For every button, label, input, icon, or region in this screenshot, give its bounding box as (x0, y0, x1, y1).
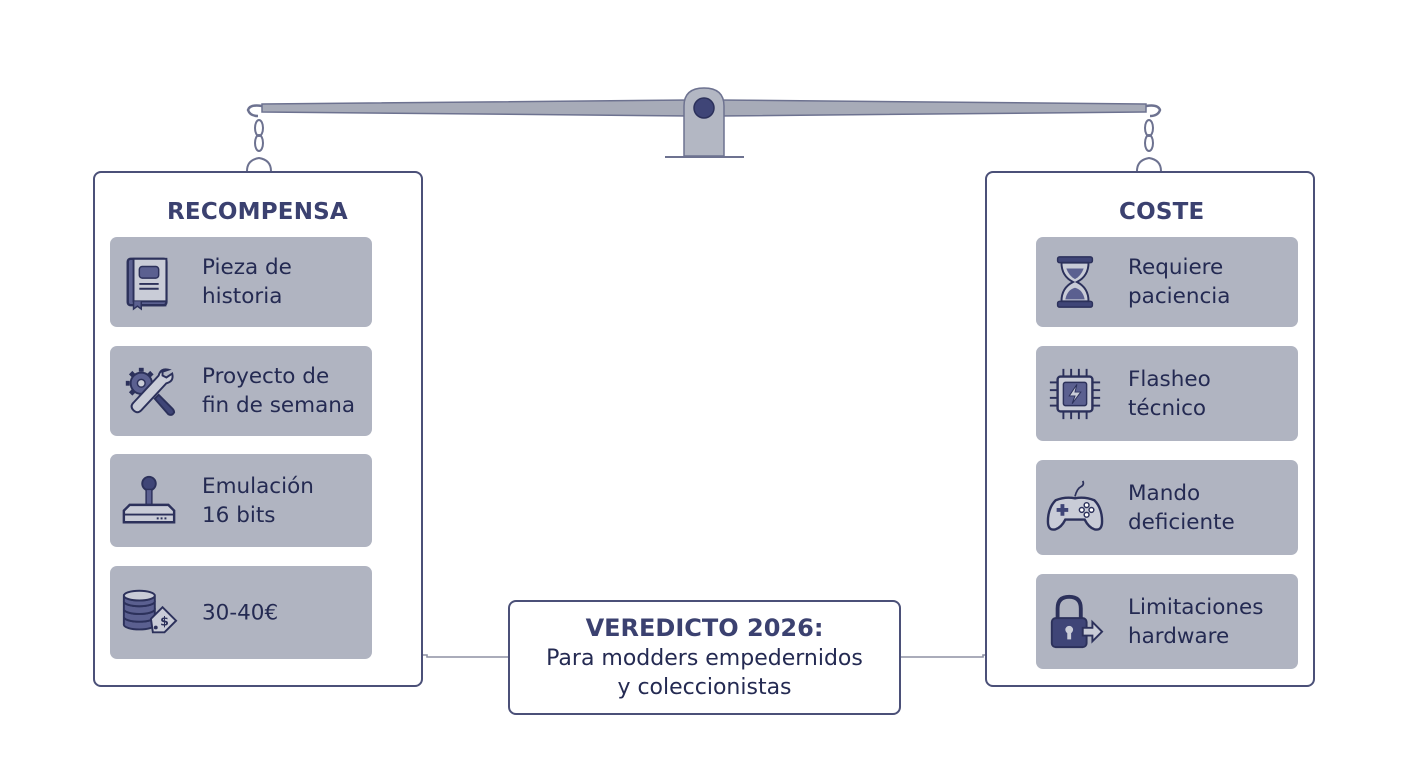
verdict-box: VEREDICTO 2026: Para modders empedernido… (508, 600, 901, 715)
coste-item-1: Flasheo técnico (1036, 346, 1298, 441)
chain-left (246, 119, 272, 172)
coste-item-label: Mando deficiente (1128, 480, 1235, 535)
recompensa-title: RECOMPENSA (167, 199, 348, 225)
coste-item-0: Requiere paciencia (1036, 237, 1298, 327)
coste-title: COSTE (1119, 199, 1205, 225)
chip-flash-icon (1049, 368, 1101, 419)
verdict-text: Para modders empedernidos y coleccionist… (546, 646, 863, 700)
beam-hook-right (1145, 104, 1162, 118)
recompensa-item-label: 30-40€ (202, 600, 279, 625)
coste-item-3: Limitaciones hardware (1036, 574, 1298, 669)
gamepad-icon (1046, 480, 1104, 531)
coste-item-label: Flasheo técnico (1128, 366, 1211, 421)
coste-item-2: Mando deficiente (1036, 460, 1298, 555)
joystick-icon (122, 475, 176, 523)
recompensa-item-1: Proyecto de fin de semana (110, 346, 372, 436)
tools-icon (125, 367, 176, 416)
svg-text:$: $ (160, 613, 169, 628)
chain-right (1136, 119, 1162, 172)
beam-hook-left (246, 104, 263, 118)
recompensa-item-label: Emulación 16 bits (202, 473, 314, 528)
coste-item-label: Requiere paciencia (1128, 255, 1231, 309)
padlock-arrow-icon (1050, 594, 1104, 648)
recompensa-item-label: Proyecto de fin de semana (202, 364, 356, 418)
fulcrum-pivot (693, 97, 715, 119)
recompensa-item-0: Pieza de historia (110, 237, 372, 327)
book-icon (126, 257, 168, 311)
verdict-title: VEREDICTO 2026: (585, 614, 824, 642)
recompensa-item-label: Pieza de historia (202, 255, 292, 309)
recompensa-item-2: Emulación 16 bits (110, 454, 372, 547)
coste-item-label: Limitaciones hardware (1128, 594, 1264, 649)
hourglass-icon (1056, 256, 1094, 308)
recompensa-item-3: $ 30-40€ (110, 566, 372, 659)
coins-price-tag-icon: $ (122, 589, 178, 633)
coste-panel: COSTE Requiere paciencia (985, 171, 1315, 687)
recompensa-panel: RECOMPENSA Pieza de historia (93, 171, 423, 687)
